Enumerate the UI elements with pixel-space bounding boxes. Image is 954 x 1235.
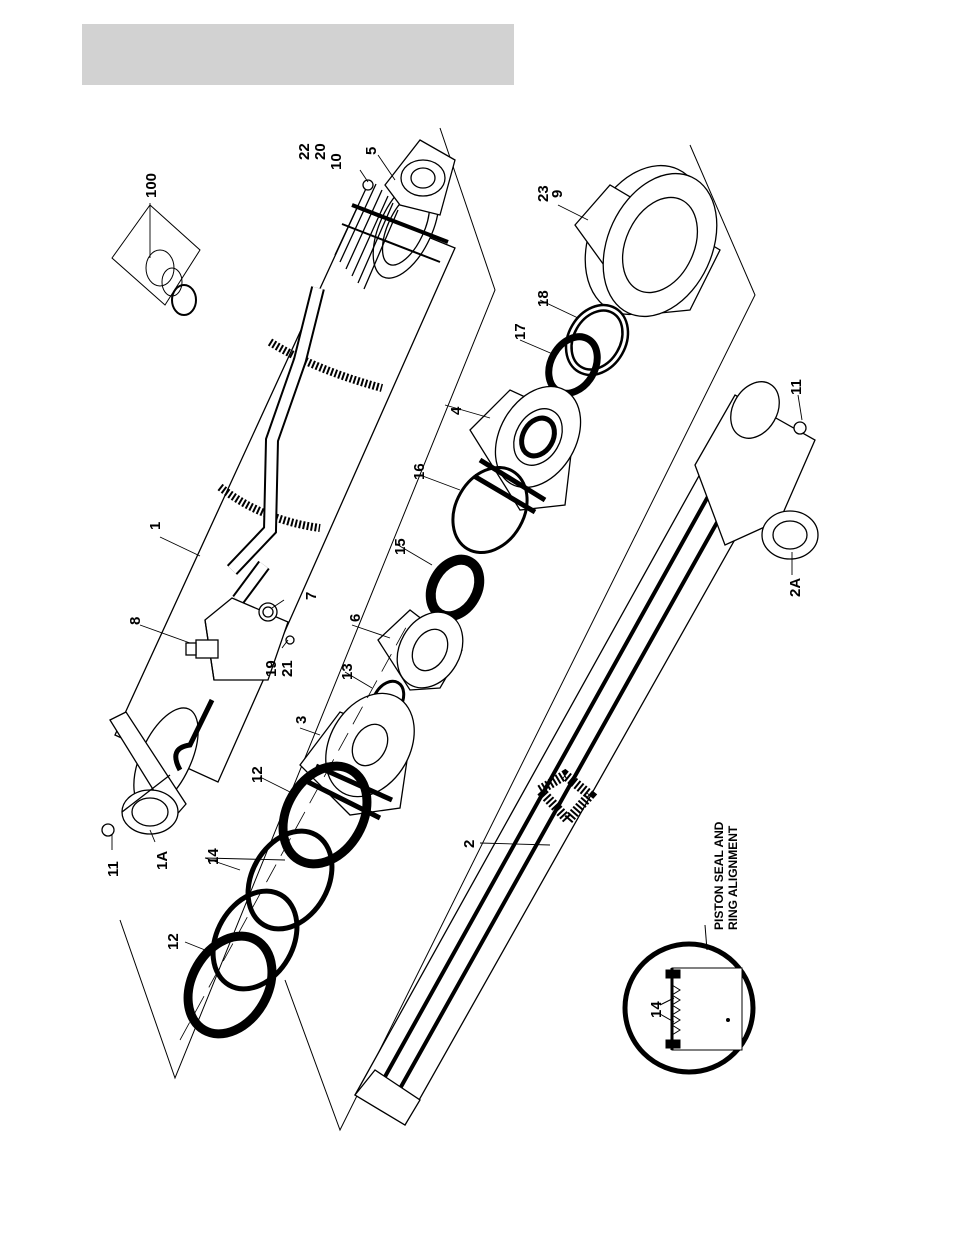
label-21: 21: [279, 660, 296, 677]
note-line-2: RING ALIGNMENT: [726, 825, 740, 930]
label-13: 13: [339, 663, 356, 680]
label-7: 7: [303, 592, 320, 600]
piston-seal-detail-inset: [625, 925, 753, 1072]
label-18: 18: [535, 290, 552, 307]
note-line-1: PISTON SEAL AND: [712, 821, 726, 930]
label-8: 8: [127, 617, 144, 625]
label-4: 4: [448, 406, 465, 415]
label-22: 22: [296, 143, 313, 160]
label-2: 2: [461, 840, 478, 848]
label-1: 1: [147, 522, 164, 530]
label-15: 15: [392, 538, 409, 555]
label-100: 100: [143, 173, 160, 198]
label-19: 19: [263, 660, 280, 677]
label-20: 20: [312, 143, 329, 160]
label-9: 9: [549, 190, 566, 198]
label-16: 16: [411, 463, 428, 480]
label-3: 3: [293, 716, 310, 724]
label-17: 17: [512, 323, 529, 340]
seal-kit-bag: [112, 205, 200, 315]
label-12-lower: 12: [165, 933, 182, 950]
label-14-seals: 14: [205, 848, 222, 865]
label-11-barrel: 11: [105, 861, 122, 877]
label-1A: 1A: [154, 851, 171, 870]
label-10: 10: [328, 153, 345, 170]
label-11-rod: 11: [788, 379, 805, 395]
label-2A: 2A: [787, 578, 804, 597]
label-14-inset: 14: [648, 1001, 665, 1018]
label-6: 6: [347, 614, 364, 622]
label-5: 5: [363, 147, 380, 155]
label-12-upper: 12: [249, 766, 266, 783]
